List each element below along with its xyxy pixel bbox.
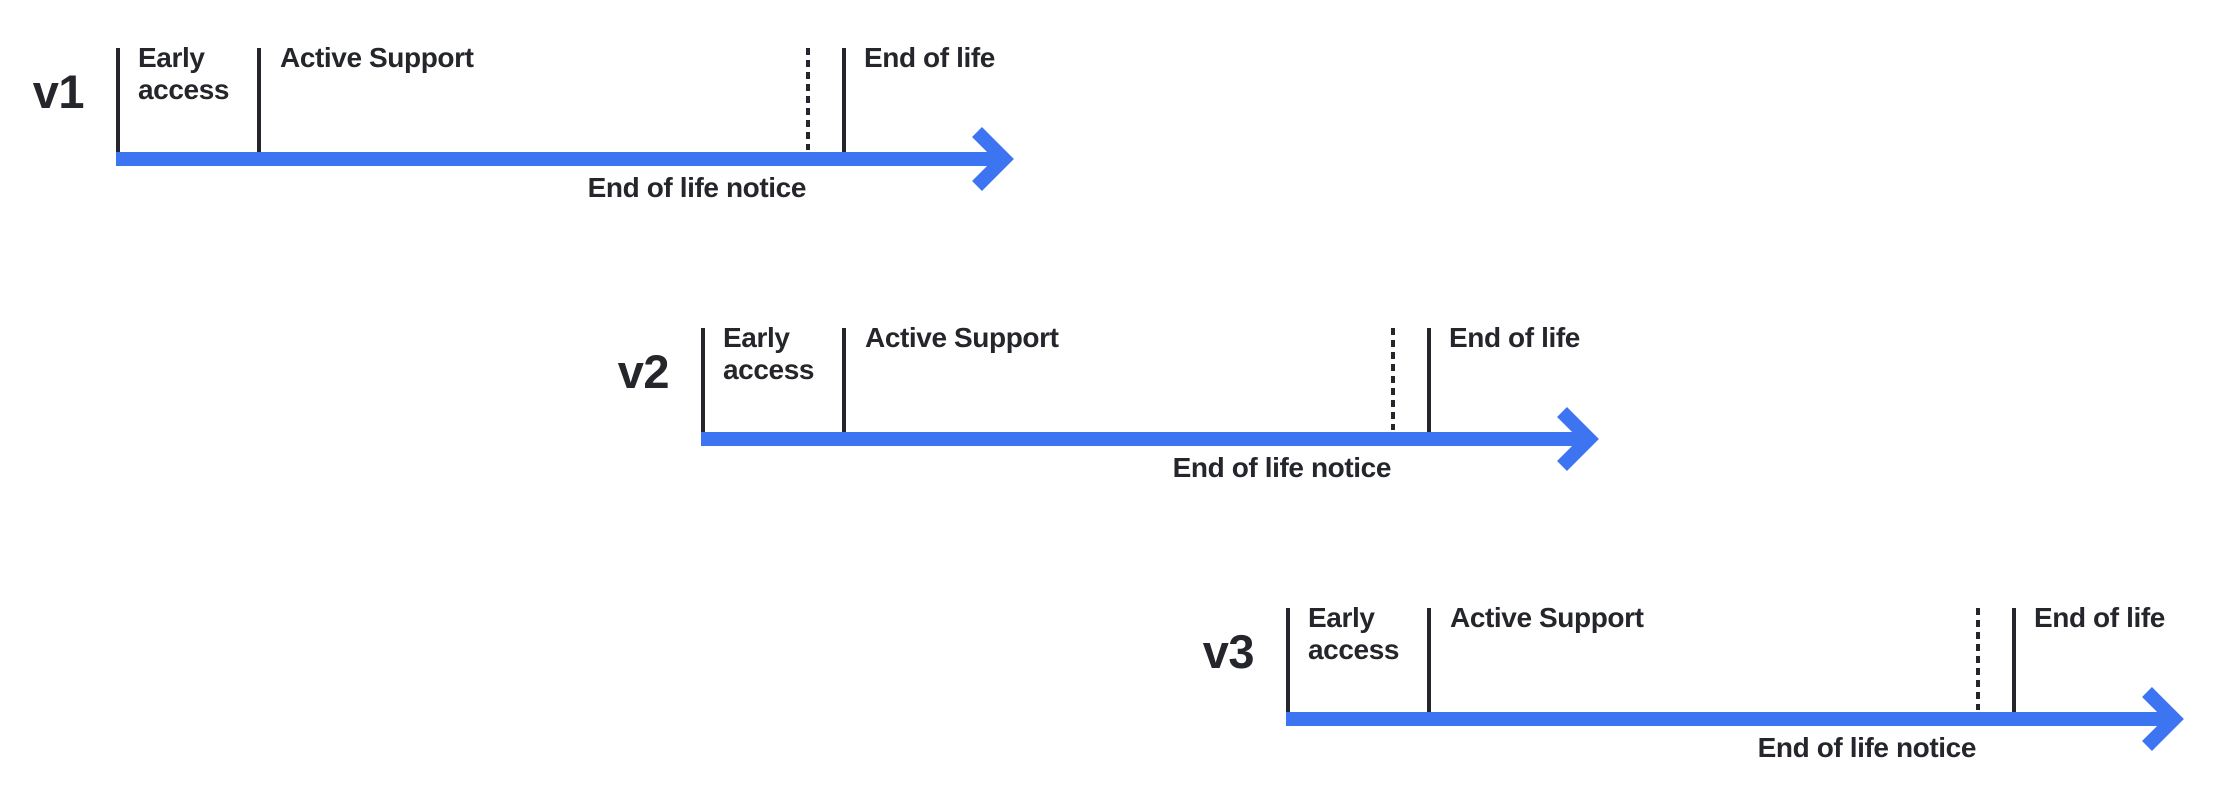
end-of-life-notice-label: End of life notice: [587, 172, 807, 203]
active-support-label: Active Support: [1450, 602, 1644, 633]
timeline-arrowhead-icon: [972, 127, 1014, 191]
version-label: v3: [1202, 625, 1255, 678]
end-of-life-label: End of life: [2034, 602, 2165, 633]
early-access-label: Early access: [723, 322, 815, 385]
end-of-life-notice-label: End of life notice: [1757, 732, 1977, 763]
active-support-label: Active Support: [865, 322, 1059, 353]
timeline-arrowhead-icon: [1557, 407, 1599, 471]
early-access-label: Early access: [138, 42, 230, 105]
version-label: v1: [32, 65, 85, 118]
early-access-label: Early access: [1308, 602, 1400, 665]
timeline-v3: v3 Early access Active Support End of li…: [1170, 580, 2228, 790]
timeline-v3-graphics: [1286, 608, 2184, 751]
version-label: v2: [617, 345, 670, 398]
end-of-life-notice-label: End of life notice: [1172, 452, 1392, 483]
timeline-v2: v2 Early access Active Support End of li…: [585, 300, 1685, 510]
timeline-v1: v1 Early access Active Support End of li…: [0, 20, 1100, 230]
timeline-v2-graphics: [701, 328, 1599, 471]
timeline-arrowhead-icon: [2142, 687, 2184, 751]
active-support-label: Active Support: [280, 42, 474, 73]
end-of-life-label: End of life: [1449, 322, 1580, 353]
end-of-life-label: End of life: [864, 42, 995, 73]
timeline-v1-graphics: [116, 48, 1014, 191]
